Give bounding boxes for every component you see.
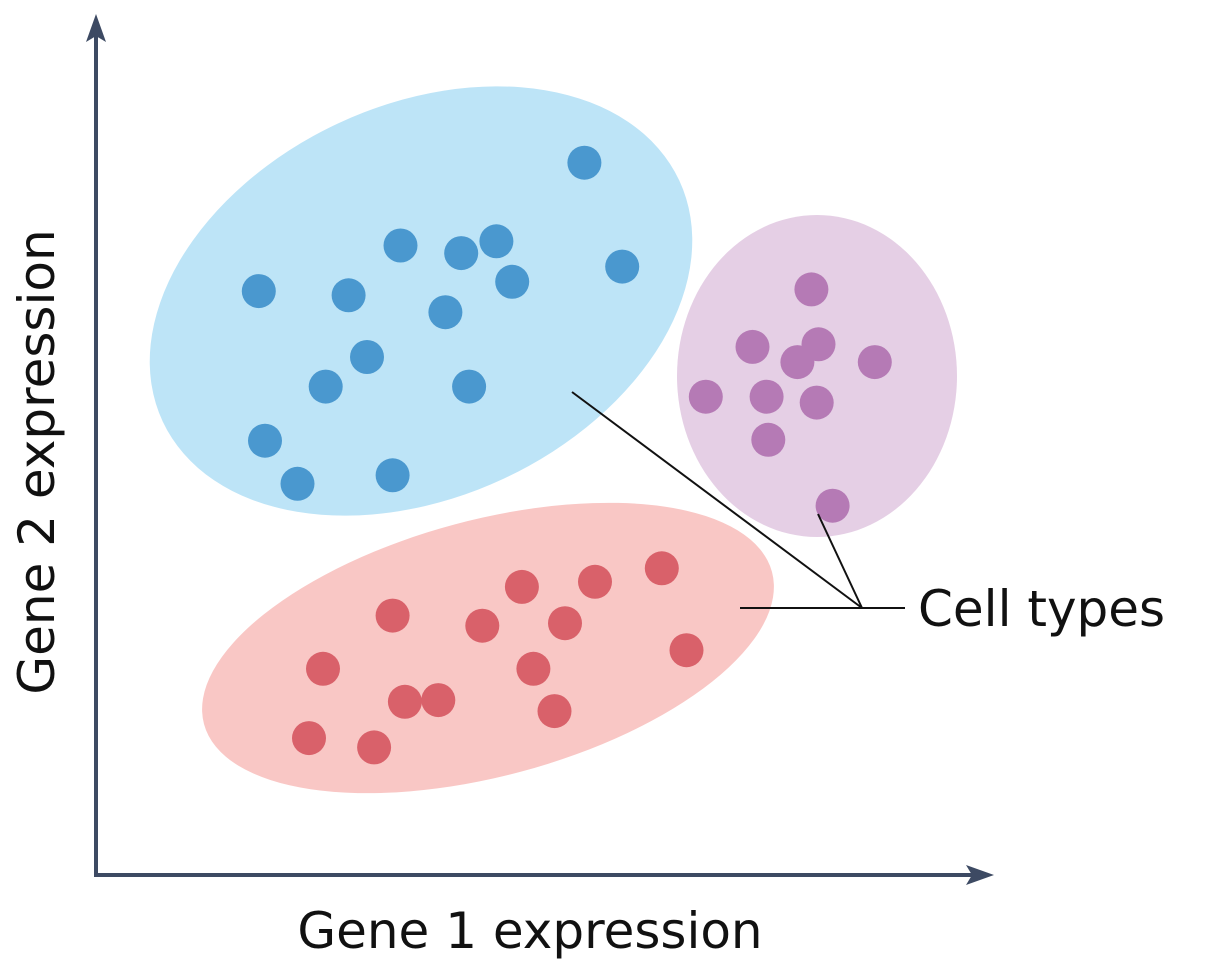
y-axis-label: Gene 2 expression bbox=[8, 229, 66, 694]
data-point-s0-4 bbox=[241, 274, 276, 309]
data-point-s0-3 bbox=[479, 224, 514, 259]
data-point-s2-12 bbox=[292, 721, 326, 756]
data-point-s1-3 bbox=[780, 345, 815, 380]
data-point-s2-2 bbox=[504, 569, 539, 604]
data-point-s2-9 bbox=[387, 684, 422, 719]
data-point-s2-11 bbox=[537, 694, 572, 729]
data-point-s2-3 bbox=[375, 598, 410, 633]
data-point-s2-6 bbox=[669, 633, 704, 668]
data-point-s0-13 bbox=[375, 458, 410, 493]
data-point-s0-12 bbox=[248, 423, 282, 458]
annotation-line-purple bbox=[817, 513, 863, 609]
data-point-s1-9 bbox=[815, 488, 850, 523]
x-axis-arrow-icon bbox=[966, 865, 994, 885]
data-point-s1-4 bbox=[857, 345, 892, 380]
data-point-s0-10 bbox=[308, 369, 343, 404]
data-point-s1-5 bbox=[688, 379, 723, 414]
data-point-s0-7 bbox=[605, 249, 640, 284]
annotation-label: Cell types bbox=[918, 580, 1165, 638]
data-point-s0-2 bbox=[444, 236, 479, 271]
cluster-regions bbox=[149, 86, 957, 794]
data-point-s1-6 bbox=[749, 379, 784, 414]
data-point-s2-8 bbox=[516, 651, 551, 686]
annotation-line-blue bbox=[571, 391, 863, 609]
data-point-s0-0 bbox=[567, 145, 602, 180]
data-point-s0-5 bbox=[331, 278, 366, 313]
data-point-s0-9 bbox=[350, 340, 384, 374]
data-point-s0-1 bbox=[383, 228, 418, 263]
annotation-group: Cell types bbox=[571, 391, 1165, 638]
y-axis-arrow-icon bbox=[86, 14, 106, 42]
data-point-s1-8 bbox=[751, 422, 786, 457]
data-point-s2-7 bbox=[306, 651, 340, 686]
data-point-s0-11 bbox=[452, 369, 487, 404]
cluster-region-purple bbox=[677, 215, 957, 537]
x-axis-label: Gene 1 expression bbox=[297, 902, 762, 960]
data-point-s1-7 bbox=[799, 385, 834, 420]
data-point-s2-4 bbox=[465, 608, 500, 643]
data-point-s2-10 bbox=[421, 683, 456, 718]
data-point-s2-5 bbox=[548, 606, 582, 641]
cluster-region-pink bbox=[202, 502, 774, 794]
axes bbox=[86, 14, 994, 885]
data-point-s0-8 bbox=[428, 295, 463, 330]
data-point-s0-6 bbox=[495, 264, 530, 299]
data-point-s2-0 bbox=[644, 551, 679, 586]
data-points bbox=[241, 145, 892, 765]
data-point-s1-1 bbox=[735, 329, 770, 364]
data-point-s1-0 bbox=[794, 272, 829, 307]
data-point-s2-13 bbox=[357, 730, 392, 765]
data-point-s2-1 bbox=[578, 564, 612, 599]
cluster-region-blue bbox=[149, 86, 693, 516]
data-point-s0-14 bbox=[280, 466, 315, 501]
